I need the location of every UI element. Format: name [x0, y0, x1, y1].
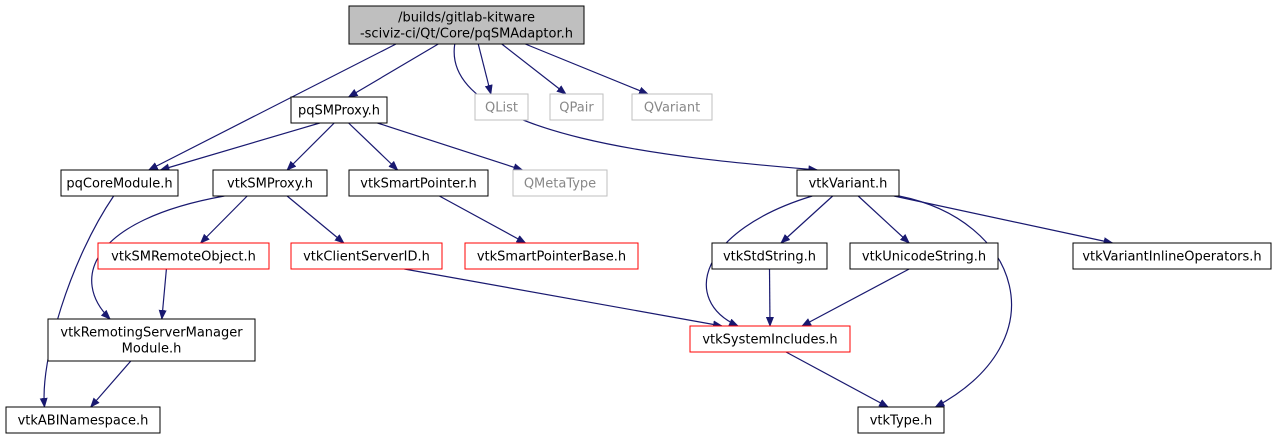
node-box	[857, 406, 945, 434]
node-box	[5, 406, 161, 434]
node-vtk-sm-proxy[interactable]: vtkSMProxy.h	[212, 169, 328, 197]
edge-root-to-q-variant	[525, 43, 649, 95]
node-label: vtkSmartPointer.h	[360, 177, 476, 192]
node-box	[1072, 242, 1272, 270]
node-label: Module.h	[122, 342, 182, 357]
node-label: QList	[485, 101, 518, 116]
node-label: vtkSMProxy.h	[227, 177, 313, 192]
node-box	[512, 169, 608, 197]
edge-vtk-variant-to-vtk-variant-inline-operators	[893, 195, 1114, 246]
node-box	[290, 96, 388, 124]
edge-vtk-unicode-string-to-vtk-system-includes	[801, 268, 910, 327]
node-vtk-system-includes[interactable]: vtkSystemIncludes.h	[689, 325, 851, 353]
node-q-list: QList	[474, 93, 529, 121]
node-vtk-smart-pointer-base[interactable]: vtkSmartPointerBase.h	[464, 242, 639, 270]
node-q-variant: QVariant	[631, 93, 713, 121]
edge-root-to-q-list	[477, 43, 493, 95]
node-root[interactable]: /builds/gitlab-kitware-sciviz-ci/Qt/Core…	[348, 5, 585, 45]
edge-vtk-smart-pointer-to-vtk-smart-pointer-base	[439, 195, 527, 244]
node-q-meta-type: QMetaType	[512, 169, 608, 197]
node-box	[348, 5, 585, 45]
edge-vtk-variant-to-vtk-std-string	[780, 195, 834, 244]
edge-pq-sm-proxy-to-pq-core-module	[159, 122, 320, 172]
node-box	[474, 93, 529, 121]
edge-vtk-sm-proxy-to-vtk-sm-remote-object	[199, 195, 248, 244]
node-label: vtkStdString.h	[723, 250, 816, 265]
edge-pq-sm-proxy-to-q-meta-type	[377, 122, 524, 172]
node-label: pqCoreModule.h	[66, 177, 172, 192]
node-box	[796, 169, 900, 197]
edge-vtk-variant-to-vtk-type	[898, 195, 1012, 408]
edge-vtk-remoting-server-manager-module-to-vtk-abi-namespace	[90, 360, 132, 408]
node-vtk-std-string[interactable]: vtkStdString.h	[711, 242, 828, 270]
node-label: vtkSmartPointerBase.h	[477, 250, 626, 265]
node-label: vtkSMRemoteObject.h	[111, 250, 256, 265]
node-label: vtkVariantInlineOperators.h	[1082, 250, 1261, 265]
node-vtk-variant[interactable]: vtkVariant.h	[796, 169, 900, 197]
node-box	[290, 242, 443, 270]
node-box	[689, 325, 851, 353]
node-label: QVariant	[644, 101, 700, 116]
node-pq-sm-proxy[interactable]: pqSMProxy.h	[290, 96, 388, 124]
edge-vtk-std-string-to-vtk-system-includes	[765, 268, 774, 327]
edge-vtk-sm-proxy-to-vtk-client-server-id	[286, 195, 345, 244]
node-box	[348, 169, 489, 197]
node-vtk-sm-remote-object[interactable]: vtkSMRemoteObject.h	[97, 242, 270, 270]
node-label: QMetaType	[524, 177, 596, 192]
node-label: vtkSystemIncludes.h	[702, 333, 837, 348]
nodes-layer: /builds/gitlab-kitware-sciviz-ci/Qt/Core…	[5, 5, 1272, 434]
edge-pq-core-module-to-vtk-abi-namespace	[39, 195, 115, 408]
node-label: -sciviz-ci/Qt/Core/pqSMAdaptor.h	[360, 27, 573, 42]
node-box	[212, 169, 328, 197]
node-box	[549, 93, 604, 121]
node-label: vtkType.h	[870, 414, 933, 429]
edge-pq-sm-proxy-to-vtk-smart-pointer	[348, 122, 399, 171]
edge-pq-sm-proxy-to-vtk-sm-proxy	[286, 122, 335, 171]
node-box	[47, 318, 256, 362]
edge-vtk-variant-to-vtk-unicode-string	[857, 195, 910, 244]
node-box	[60, 169, 179, 197]
node-pq-core-module[interactable]: pqCoreModule.h	[60, 169, 179, 197]
node-vtk-smart-pointer[interactable]: vtkSmartPointer.h	[348, 169, 489, 197]
edge-vtk-system-includes-to-vtk-type	[785, 351, 889, 408]
node-vtk-unicode-string[interactable]: vtkUnicodeString.h	[849, 242, 999, 270]
node-q-pair: QPair	[549, 93, 604, 121]
edge-root-to-vtk-variant	[453, 43, 819, 174]
node-box	[97, 242, 270, 270]
node-box	[849, 242, 999, 270]
node-label: vtkVariant.h	[809, 177, 888, 192]
node-box	[711, 242, 828, 270]
node-label: vtkUnicodeString.h	[862, 250, 986, 265]
node-vtk-type[interactable]: vtkType.h	[857, 406, 945, 434]
edge-vtk-sm-remote-object-to-vtk-remoting-server-manager-module	[158, 268, 167, 320]
node-vtk-client-server-id[interactable]: vtkClientServerID.h	[290, 242, 443, 270]
node-label: /builds/gitlab-kitware	[398, 11, 535, 26]
node-vtk-abi-namespace[interactable]: vtkABINamespace.h	[5, 406, 161, 434]
edge-root-to-pq-core-module	[147, 43, 397, 171]
node-label: vtkClientServerID.h	[303, 250, 430, 265]
node-label: vtkRemotingServerManager	[60, 326, 243, 341]
edge-vtk-variant-to-vtk-system-includes	[705, 195, 813, 327]
node-box	[631, 93, 713, 121]
node-box	[464, 242, 639, 270]
node-label: QPair	[559, 101, 594, 116]
node-label: pqSMProxy.h	[298, 104, 380, 119]
edge-root-to-pq-sm-proxy	[347, 43, 439, 98]
node-label: vtkABINamespace.h	[18, 414, 149, 429]
edge-vtk-client-server-id-to-vtk-system-includes	[404, 268, 723, 329]
edge-root-to-q-pair	[501, 43, 567, 95]
node-vtk-variant-inline-operators[interactable]: vtkVariantInlineOperators.h	[1072, 242, 1272, 270]
